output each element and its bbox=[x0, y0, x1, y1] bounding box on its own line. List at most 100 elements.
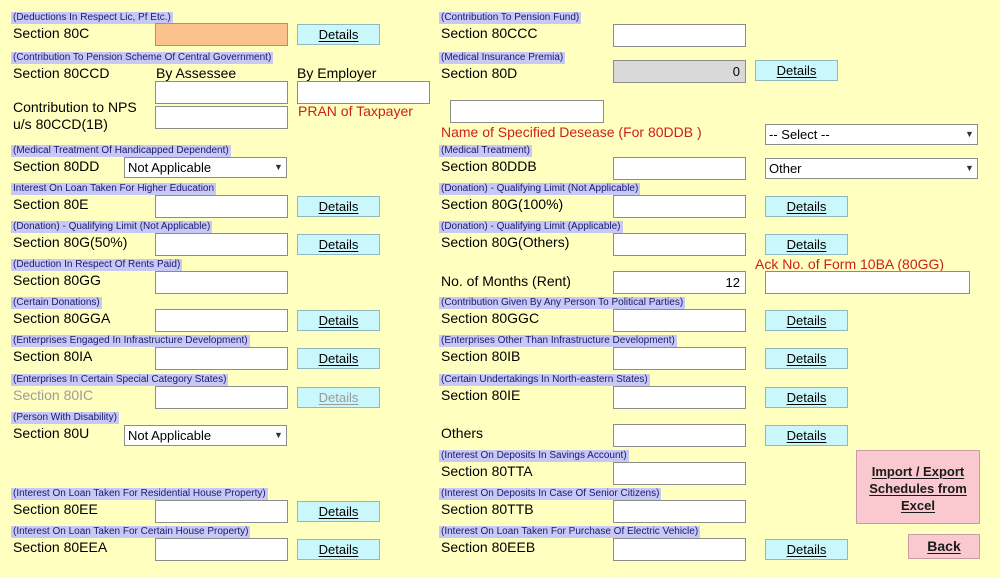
section-80u-select-value: Not Applicable bbox=[128, 428, 212, 443]
section-80e-input[interactable] bbox=[155, 195, 288, 218]
section-80g100-input[interactable] bbox=[613, 195, 746, 218]
section-80eea-label: Section 80EEA bbox=[13, 539, 108, 555]
section-80eea-input[interactable] bbox=[155, 538, 288, 561]
section-80ia-label: Section 80IA bbox=[13, 348, 93, 364]
section-80gga-header: (Certain Donations) bbox=[11, 297, 102, 309]
section-80eeb-input[interactable] bbox=[613, 538, 746, 561]
section-80ccd-assessee-input[interactable] bbox=[155, 81, 288, 104]
section-80g50-input[interactable] bbox=[155, 233, 288, 256]
section-80ic-details-button[interactable]: Details bbox=[297, 387, 380, 408]
section-80ggc-details-button[interactable]: Details bbox=[765, 310, 848, 331]
section-80g50-header: (Donation) - Qualifying Limit (Not Appli… bbox=[11, 221, 213, 233]
section-80ttb-header: (Interest On Deposits In Case Of Senior … bbox=[439, 488, 662, 500]
section-80gothers-label: Section 80G(Others) bbox=[441, 234, 570, 250]
section-80ee-input[interactable] bbox=[155, 500, 288, 523]
specified-disease-input[interactable] bbox=[450, 100, 604, 123]
section-80ic-input[interactable] bbox=[155, 386, 288, 409]
section-80ie-input[interactable] bbox=[613, 386, 746, 409]
section-80ic-header: (Enterprises In Certain Special Category… bbox=[11, 374, 229, 386]
section-80d-input[interactable]: 0 bbox=[613, 60, 746, 83]
section-80ddb-select[interactable]: Other ▼ bbox=[765, 158, 978, 179]
pran-label: PRAN of Taxpayer bbox=[298, 103, 413, 119]
by-assessee-label: By Assessee bbox=[156, 65, 237, 81]
section-80c-details-button[interactable]: Details bbox=[297, 24, 380, 45]
import-export-excel-button[interactable]: Import / Export Schedules from Excel bbox=[856, 450, 980, 524]
section-80u-header: (Person With Disability) bbox=[11, 412, 119, 424]
section-80d-details-button[interactable]: Details bbox=[755, 60, 838, 81]
section-80eeb-header: (Interest On Loan Taken For Purchase Of … bbox=[439, 526, 701, 538]
by-employer-label: By Employer bbox=[297, 65, 377, 81]
specified-disease-select[interactable]: -- Select -- ▼ bbox=[765, 124, 978, 145]
specified-disease-select-value: -- Select -- bbox=[769, 127, 830, 142]
section-80gg-label: Section 80GG bbox=[13, 272, 101, 288]
section-80u-label: Section 80U bbox=[13, 425, 90, 441]
section-80dd-select[interactable]: Not Applicable ▼ bbox=[124, 157, 287, 178]
section-80gothers-input[interactable] bbox=[613, 233, 746, 256]
section-80ib-label: Section 80IB bbox=[441, 348, 521, 364]
section-80ia-input[interactable] bbox=[155, 347, 288, 370]
rent-months-label: No. of Months (Rent) bbox=[441, 273, 571, 289]
section-80ccc-label: Section 80CCC bbox=[441, 25, 538, 41]
section-80ggc-input[interactable] bbox=[613, 309, 746, 332]
section-80c-input[interactable] bbox=[155, 23, 288, 46]
others-input[interactable] bbox=[613, 424, 746, 447]
section-80g100-label: Section 80G(100%) bbox=[441, 196, 564, 212]
section-80dd-header: (Medical Treatment Of Handicapped Depend… bbox=[11, 145, 231, 157]
section-80ccd-label: Section 80CCD bbox=[13, 65, 110, 81]
chevron-down-icon: ▼ bbox=[965, 163, 974, 173]
section-80ccc-input[interactable] bbox=[613, 24, 746, 47]
section-80gga-input[interactable] bbox=[155, 309, 288, 332]
section-80ddb-input[interactable] bbox=[613, 157, 746, 180]
section-80eea-details-button[interactable]: Details bbox=[297, 539, 380, 560]
section-80ttb-input[interactable] bbox=[613, 500, 746, 523]
section-80eeb-details-button[interactable]: Details bbox=[765, 539, 848, 560]
ack-form-10ba-label: Ack No. of Form 10BA (80GG) bbox=[755, 256, 945, 272]
section-80ib-header: (Enterprises Other Than Infrastructure D… bbox=[439, 335, 677, 347]
section-80ccd-employer-input[interactable] bbox=[297, 81, 430, 104]
section-80tta-input[interactable] bbox=[613, 462, 746, 485]
section-80c-header: (Deductions In Respect Lic, Pf Etc.) bbox=[11, 12, 173, 24]
nps-label-line2: u/s 80CCD(1B) bbox=[13, 116, 108, 132]
section-80ccc-header: (Contribution To Pension Fund) bbox=[439, 12, 582, 24]
back-button[interactable]: Back bbox=[908, 534, 980, 559]
section-80g50-label: Section 80G(50%) bbox=[13, 234, 128, 250]
section-80ee-details-button[interactable]: Details bbox=[297, 501, 380, 522]
section-80e-header: Interest On Loan Taken For Higher Educat… bbox=[11, 183, 217, 195]
chevron-down-icon: ▼ bbox=[274, 430, 283, 440]
section-80ddb-header: (Medical Treatment) bbox=[439, 145, 532, 157]
others-details-button[interactable]: Details bbox=[765, 425, 848, 446]
section-80ia-header: (Enterprises Engaged In Infrastructure D… bbox=[11, 335, 250, 347]
chevron-down-icon: ▼ bbox=[274, 162, 283, 172]
section-80dd-select-value: Not Applicable bbox=[128, 160, 212, 175]
section-80eeb-label: Section 80EEB bbox=[441, 539, 536, 555]
section-80u-select[interactable]: Not Applicable ▼ bbox=[124, 425, 287, 446]
section-80gg-header: (Deduction In Respect Of Rents Paid) bbox=[11, 259, 183, 271]
section-80ia-details-button[interactable]: Details bbox=[297, 348, 380, 369]
section-80ib-details-button[interactable]: Details bbox=[765, 348, 848, 369]
section-80g100-details-button[interactable]: Details bbox=[765, 196, 848, 217]
rent-months-input[interactable]: 12 bbox=[613, 271, 746, 294]
section-80ggc-label: Section 80GGC bbox=[441, 310, 540, 326]
section-80eea-header: (Interest On Loan Taken For Certain Hous… bbox=[11, 526, 251, 538]
section-80gothers-details-button[interactable]: Details bbox=[765, 234, 848, 255]
others-label: Others bbox=[441, 425, 484, 441]
section-80tta-header: (Interest On Deposits In Savings Account… bbox=[439, 450, 629, 462]
section-80e-details-button[interactable]: Details bbox=[297, 196, 380, 217]
section-80g100-header: (Donation) - Qualifying Limit (Not Appli… bbox=[439, 183, 641, 195]
section-80gga-label: Section 80GGA bbox=[13, 310, 111, 326]
ack-form-10ba-input[interactable] bbox=[765, 271, 970, 294]
nps-80ccd1b-input[interactable] bbox=[155, 106, 288, 129]
section-80c-label: Section 80C bbox=[13, 25, 90, 41]
section-80d-label: Section 80D bbox=[441, 65, 518, 81]
nps-label-line1: Contribution to NPS bbox=[13, 99, 137, 115]
section-80dd-label: Section 80DD bbox=[13, 158, 100, 174]
section-80ggc-header: (Contribution Given By Any Person To Pol… bbox=[439, 297, 686, 309]
section-80ib-input[interactable] bbox=[613, 347, 746, 370]
chevron-down-icon: ▼ bbox=[965, 129, 974, 139]
section-80gg-input[interactable] bbox=[155, 271, 288, 294]
section-80d-header: (Medical Insurance Premia) bbox=[439, 52, 566, 64]
section-80ee-header: (Interest On Loan Taken For Residential … bbox=[11, 488, 268, 500]
section-80gga-details-button[interactable]: Details bbox=[297, 310, 380, 331]
section-80ie-details-button[interactable]: Details bbox=[765, 387, 848, 408]
section-80g50-details-button[interactable]: Details bbox=[297, 234, 380, 255]
